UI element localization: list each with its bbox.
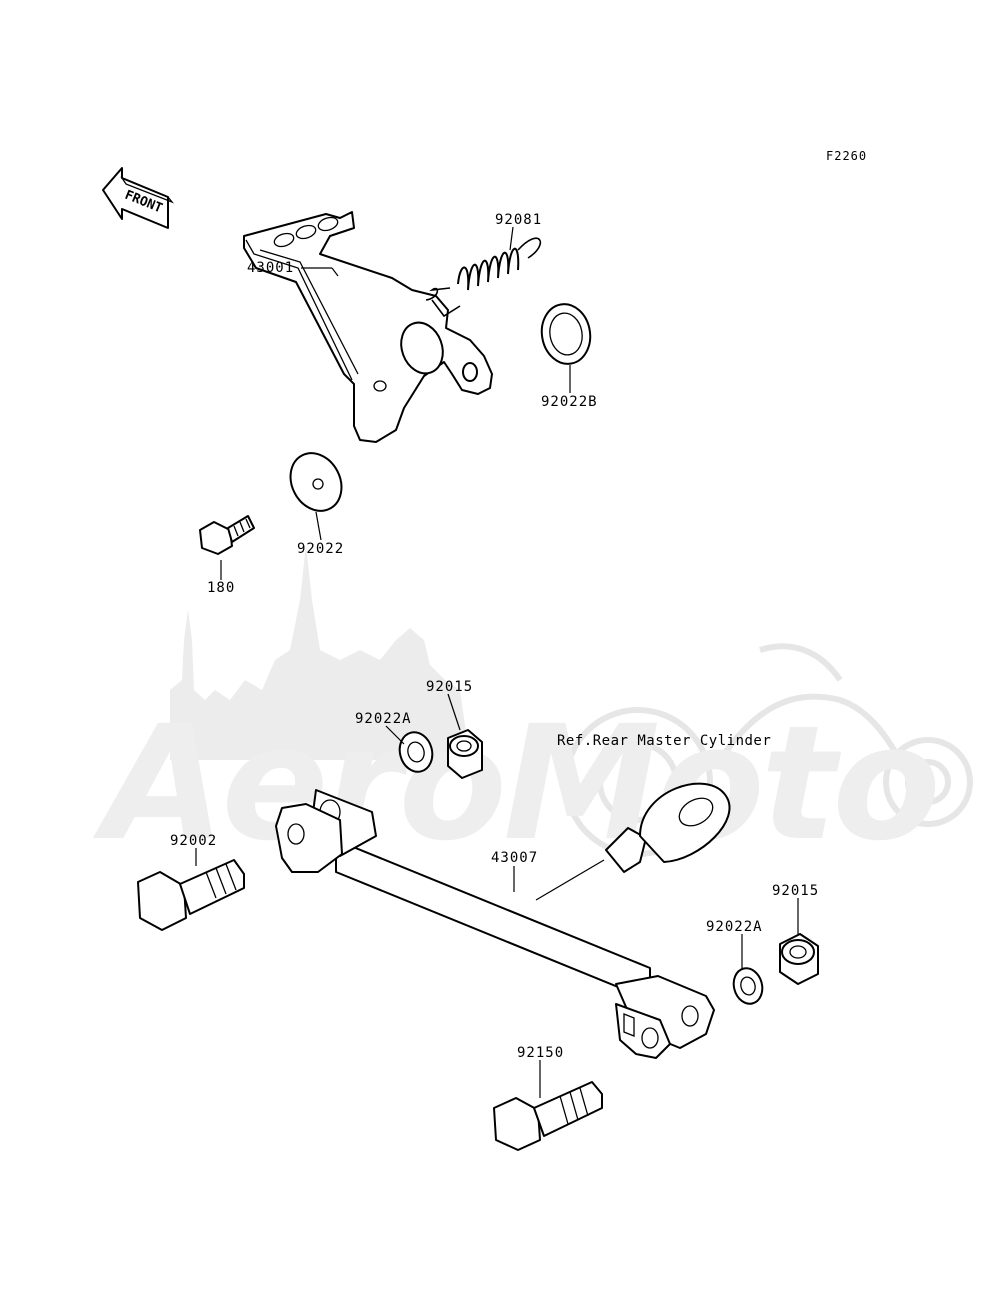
nut-92015-upper-drawing	[447, 729, 483, 779]
part-label-92150: 92150	[517, 1045, 564, 1061]
brake-pedal-drawing	[243, 211, 493, 443]
leader-lines	[195, 226, 799, 1098]
part-label-180: 180	[207, 580, 235, 596]
part-labels: 43001 92081 92022B 92022 180 92015 92022…	[170, 212, 819, 1061]
part-label-43001: 43001	[247, 260, 294, 276]
figure-code: F2260	[826, 149, 867, 163]
part-label-92022: 92022	[297, 541, 344, 557]
watermark-text: AeroMoto	[92, 692, 937, 876]
part-label-92022a-upper: 92022A	[355, 711, 412, 727]
washer-92022-drawing	[289, 452, 343, 512]
nut-92015-lower-drawing	[779, 933, 819, 985]
part-label-92081: 92081	[495, 212, 542, 228]
part-label-92015-lower: 92015	[772, 883, 819, 899]
front-direction-badge: FRONT	[102, 167, 175, 229]
part-label-92015-upper: 92015	[426, 679, 473, 695]
washer-92022a-upper-drawing	[398, 731, 434, 773]
bolt-180-drawing	[199, 515, 255, 555]
brake-rod-drawing	[275, 789, 715, 1059]
master-cylinder-clevis-drawing	[605, 782, 731, 873]
watermark: AeroMoto	[92, 545, 973, 876]
washer-92022b-drawing	[540, 303, 592, 365]
washer-92022a-lower-drawing	[732, 967, 764, 1005]
reference-note: Ref.Rear Master Cylinder	[557, 733, 771, 749]
part-label-43007: 43007	[491, 850, 538, 866]
bolt-92002-drawing	[137, 859, 245, 931]
part-label-92022b: 92022B	[541, 394, 598, 410]
return-spring-drawing	[425, 237, 541, 318]
part-label-92022a-lower: 92022A	[706, 919, 763, 935]
bolt-92150-drawing	[493, 1081, 603, 1151]
front-arrow-icon	[102, 167, 175, 229]
part-label-92002: 92002	[170, 833, 217, 849]
